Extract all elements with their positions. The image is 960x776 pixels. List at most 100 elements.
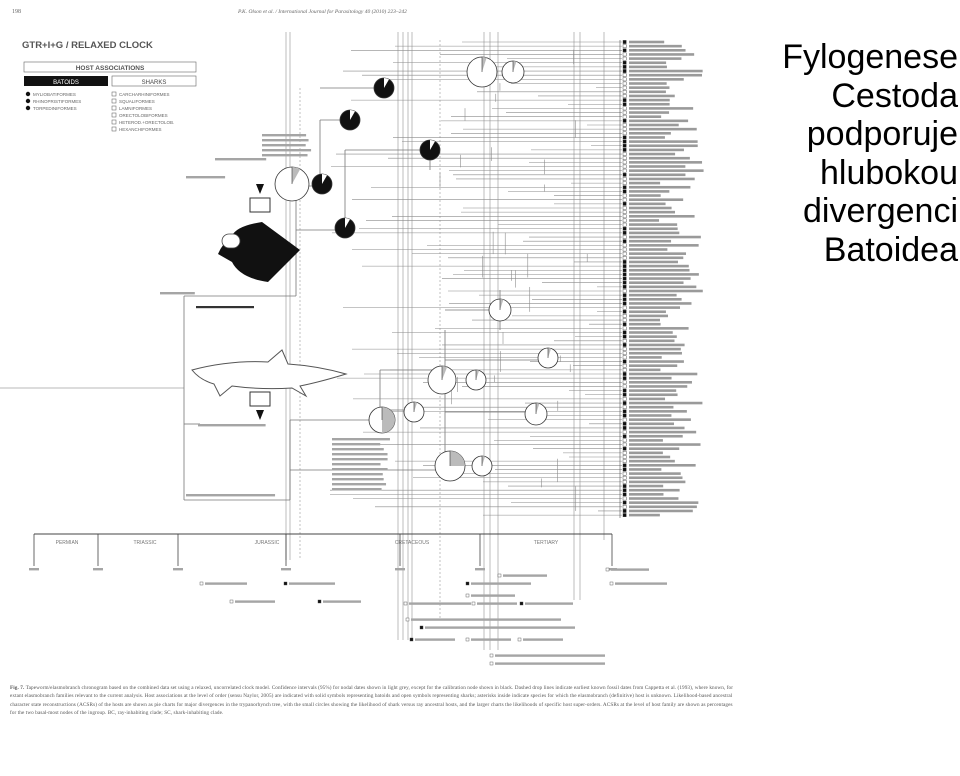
batoid-host-marker-icon: [622, 139, 627, 144]
taxon-name-label: [629, 347, 681, 351]
running-header: P.K. Olson et al. / International Journa…: [237, 8, 407, 15]
pie-slice: [382, 407, 395, 433]
taxon-name-label: [629, 434, 683, 438]
taxon-name-label: [629, 61, 667, 65]
taxon-name-label: [629, 480, 686, 484]
time-tick-label: [29, 568, 39, 571]
shark-host-marker-icon: [622, 496, 627, 501]
pie-slice: [430, 140, 435, 150]
shark-host-marker-icon: [622, 177, 627, 181]
batoid-host-marker-icon: [622, 434, 627, 439]
taxon-name-label: [629, 285, 697, 289]
shark-host-marker-icon: [622, 52, 627, 57]
batoid-host-marker-icon: [622, 463, 627, 468]
pie-slice: [414, 402, 418, 412]
shark-host-marker-icon: [622, 471, 627, 476]
fossil-marker-icon: [519, 601, 524, 606]
shark-host-marker-icon: [622, 164, 627, 169]
fossil-label: [289, 582, 335, 585]
batoid-host-marker-icon: [622, 484, 627, 488]
shark-host-marker-icon: [622, 384, 627, 389]
taxon-name-label: [629, 231, 680, 235]
pie-slice: [450, 451, 465, 466]
shark-host-marker-icon: [622, 110, 627, 115]
batoid-host-marker-icon: [622, 189, 627, 194]
taxon-name-label: [629, 335, 677, 338]
batoid-host-marker-icon: [622, 65, 627, 69]
shark-host-marker-icon: [622, 363, 627, 368]
shark-host-symbol-icon: [111, 112, 117, 118]
page-number: 198: [12, 9, 21, 15]
shark-host-marker-icon: [622, 455, 627, 459]
taxon-name-label: [629, 49, 686, 52]
batoid-host-marker-icon: [622, 185, 627, 190]
node-label: [332, 463, 381, 466]
shark-host-marker-icon: [622, 355, 627, 360]
batoid-host-marker-icon: [622, 509, 627, 513]
taxon-name-label: [629, 252, 687, 255]
batoid-host-marker-icon: [622, 231, 627, 235]
taxon-name-label: [629, 69, 703, 73]
pie-slice: [345, 218, 350, 228]
taxon-name-label: [629, 65, 667, 69]
shark-silhouette-icon: [191, 349, 348, 398]
taxon-name-label: [629, 127, 697, 131]
node-label: [332, 438, 390, 441]
shark-host-marker-icon: [622, 505, 627, 509]
shark-host-marker-icon: [622, 438, 627, 443]
period-label: TRIASSIC: [133, 540, 156, 546]
pie-slice: [513, 61, 517, 72]
fossil-label: [471, 582, 531, 585]
node-label: [332, 478, 384, 481]
taxon-name-label: [629, 102, 670, 106]
shark-host-marker-icon: [622, 222, 627, 227]
batoid-host-marker-icon: [622, 148, 627, 152]
taxon-name-label: [629, 389, 677, 392]
node-label: [215, 158, 267, 161]
taxon-name-label: [629, 343, 685, 347]
legend-shark-item: HEXANCHIFORMES: [119, 127, 162, 132]
taxon-name-label: [629, 210, 676, 214]
shark-host-marker-icon: [622, 368, 627, 372]
node-label: [332, 483, 387, 486]
taxon-name-label: [629, 53, 695, 56]
taxon-name-label: [629, 513, 660, 517]
shark-host-marker-icon: [622, 206, 627, 210]
shark-host-marker-icon: [622, 397, 627, 401]
node-label: [332, 443, 381, 446]
batoid-host-marker-icon: [622, 172, 627, 177]
shark-host-marker-icon: [622, 131, 627, 136]
period-label: TERTIARY: [534, 540, 559, 546]
taxon-name-label: [629, 472, 681, 475]
taxon-name-label: [629, 227, 678, 231]
fossil-label: [503, 574, 547, 577]
taxon-name-label: [629, 86, 670, 89]
taxon-name-label: [629, 372, 698, 376]
shark-host-marker-icon: [622, 326, 627, 331]
shark-host-marker-icon: [622, 417, 627, 422]
time-tick-label: [93, 568, 103, 571]
node-label: [186, 176, 226, 179]
taxon-name-label: [629, 364, 678, 367]
taxon-name-label: [629, 57, 682, 60]
slide-title-line-5: divergenci: [803, 192, 958, 230]
taxon-name-label: [629, 82, 667, 85]
batoid-host-marker-icon: [622, 392, 627, 397]
batoid-host-marker-icon: [622, 446, 627, 451]
slide-title-line-6: Batoidea: [823, 230, 958, 269]
batoid-host-marker-icon: [622, 40, 627, 44]
taxon-name-label: [629, 414, 672, 417]
fossil-marker-icon: [517, 637, 522, 642]
shark-host-marker-icon: [622, 451, 627, 455]
batoid-host-marker-icon: [622, 409, 627, 414]
batoid-host-marker-icon: [622, 492, 627, 497]
shark-host-marker-icon: [622, 156, 627, 161]
shark-host-marker-icon: [622, 405, 627, 410]
taxon-name-label: [629, 327, 689, 330]
taxon-name-label: [629, 264, 689, 268]
fossil-labels: [199, 567, 667, 666]
taxon-name-label: [629, 405, 674, 409]
fossil-label: [495, 662, 605, 665]
batoid-host-marker-icon: [622, 297, 627, 302]
fossil-label: [235, 600, 275, 603]
